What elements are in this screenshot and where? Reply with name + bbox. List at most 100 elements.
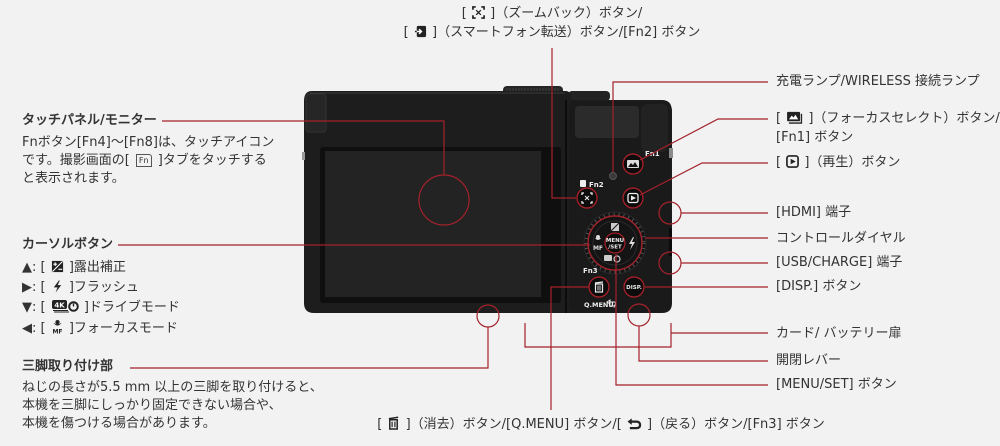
- fn-tab-icon: Fn: [135, 154, 152, 167]
- label-text: ]（フォーカスセレクト）ボタン/: [804, 111, 1000, 126]
- back-icon: [627, 417, 642, 430]
- touch-panel-desc-line1: Fnボタン[Fn4]～[Fn8]は、タッチアイコン: [22, 135, 275, 150]
- focus-select-button: [622, 153, 644, 175]
- leader-menu-set: [615, 254, 768, 386]
- label-text: [: [776, 111, 786, 126]
- tripod-desc-line1: ねじの長さが5.5 mm 以上の三脚を取り付けると、: [22, 380, 323, 395]
- cursor-item-down: ▼: [ 4K ]ドライブモード: [22, 299, 180, 317]
- touch-monitor: [325, 151, 541, 297]
- fn3-marking: Fn3: [583, 267, 598, 275]
- label-text: : [: [32, 260, 50, 275]
- usb-label: [USB/CHARGE] 端子: [776, 255, 903, 270]
- focus-select-label-line2: [Fn1] ボタン: [776, 130, 854, 145]
- label-text: ]フォーカスモード: [64, 321, 178, 336]
- delete-button: [588, 276, 610, 298]
- flash-flap: [305, 93, 327, 133]
- disp-marking: DISP.: [626, 285, 642, 291]
- arrow-right-icon: ▶: [22, 280, 32, 295]
- fn-tab-text: Fn: [138, 156, 149, 165]
- callout-touch-panel: [418, 174, 470, 226]
- tripod-title: 三脚取り付け部: [22, 359, 114, 374]
- playback-icon: [786, 155, 800, 168]
- menu-set-label: [MENU/SET] ボタン: [776, 377, 897, 392]
- callout-tripod: [476, 304, 500, 328]
- leader-lever: [638, 326, 768, 362]
- drive-mode-text: 4K: [54, 301, 65, 309]
- touch-panel-title: タッチパネル/モニター: [22, 113, 157, 128]
- disp-label: [DISP.] ボタン: [776, 279, 862, 294]
- fn2-marking: Fn2: [589, 181, 604, 189]
- cursor-buttons-title: カーソルボタン: [22, 237, 114, 252]
- thumb-rest: [575, 106, 639, 138]
- leader-playback: [639, 162, 768, 196]
- set-marking: /SET: [608, 245, 622, 251]
- hdmi-label: [HDMI] 端子: [776, 205, 852, 220]
- arrow-left-icon: ◀: [22, 321, 32, 336]
- focus-mode-text: MF: [52, 328, 62, 334]
- dial-drive-icon: [604, 255, 612, 261]
- tripod-desc-line2: 本機を三脚にしっかり固定できない場合や、: [22, 398, 282, 413]
- bracket-card-door: [524, 323, 672, 348]
- flash-icon: [51, 280, 64, 293]
- dial-mf-marking: MF: [593, 245, 603, 252]
- cursor-item-left: ◀: [ MF ]フォーカスモード: [22, 319, 178, 338]
- menu-marking: MENU: [606, 238, 624, 244]
- label-text: [: [403, 25, 413, 40]
- label-text: [: [461, 6, 471, 21]
- disp-button: DISP.: [623, 276, 645, 298]
- callout-usb: [658, 251, 682, 275]
- arrow-down-icon: ▼: [22, 300, 32, 315]
- charge-lamp: [609, 172, 617, 180]
- lever-label: 開閉レバー: [776, 353, 842, 368]
- callout-hdmi: [658, 201, 682, 225]
- leader-touch-panel: [162, 120, 445, 175]
- control-dial: MF MENU /SET: [583, 211, 647, 275]
- card-door-label: カード/ バッテリー扉: [776, 326, 902, 341]
- touch-panel-desc-line3: と表示されます。: [22, 171, 125, 186]
- label-text: : [: [32, 300, 50, 315]
- leader-lamp: [612, 81, 768, 172]
- shutter-knob: [568, 91, 610, 101]
- lamp-label: 充電ランプ/WIRELESS 接続ランプ: [776, 74, 980, 89]
- label-text: ]フラッシュ: [64, 280, 139, 295]
- leader-zoom-back: [551, 48, 576, 199]
- dial-flash-icon: [629, 237, 635, 250]
- cursor-item-up: ▲: [ ]露出補正: [22, 259, 126, 277]
- arrow-up-icon: ▲: [22, 260, 32, 275]
- leader-tripod: [130, 327, 489, 369]
- drive-mode-icon: 4K: [51, 299, 79, 313]
- label-text: ]（消去）ボタン/[Q.MENU] ボタン/[: [401, 417, 626, 432]
- playback-label: [ ]（再生）ボタン: [776, 154, 900, 172]
- label-text: [: [377, 417, 387, 432]
- label-text: ]露出補正: [64, 260, 126, 275]
- touch-panel-desc-line2: です。撮影画面の[ Fn ]タブをタッチする: [22, 152, 267, 170]
- cursor-item-right: ▶: [ ]フラッシュ: [22, 279, 139, 297]
- label-text: : [: [32, 280, 50, 295]
- label-text: [: [776, 155, 786, 170]
- trash-icon: [387, 415, 400, 430]
- camera-body: Fn1 Fn2: [302, 86, 673, 313]
- label-text: ]（スマートフォン転送）ボタン/[Fn2] ボタン: [427, 25, 701, 40]
- zoom-back-label-line2: [ ]（スマートフォン転送）ボタン/[Fn2] ボタン: [352, 24, 752, 42]
- label-text: です。撮影画面の[: [22, 153, 134, 168]
- focus-select-label-line1: [ ]（フォーカスセレクト）ボタン/: [776, 110, 1000, 128]
- qmenu-marking: Q.MENU/: [584, 301, 617, 309]
- label-text: ]（再生）ボタン: [800, 155, 901, 170]
- label-text: : [: [32, 321, 50, 336]
- zoom-back-label-line1: [ ]（ズームバック）ボタン/: [352, 5, 752, 23]
- label-text: ]ドライブモード: [79, 300, 180, 315]
- label-text: ]（ズームバック）ボタン/: [486, 6, 643, 21]
- label-text: ]（戻る）ボタン/[Fn3] ボタン: [642, 417, 825, 432]
- label-text: ]タブをタッチする: [153, 153, 267, 168]
- control-dial-label: コントロールダイヤル: [776, 231, 906, 246]
- focus-select-icon: [786, 111, 803, 124]
- leader-focus-select: [639, 118, 768, 161]
- focus-mode-icon: MF: [51, 319, 64, 334]
- zoom-back-button: [576, 187, 598, 209]
- leader-delete: [550, 286, 589, 410]
- smartphone-transfer-icon: [414, 25, 427, 38]
- tripod-desc-line3: 本機を傷つける場合があります。: [22, 416, 216, 431]
- playback-button: [622, 187, 644, 209]
- delete-button-label: [ ]（消去）ボタン/[Q.MENU] ボタン/[ ]（戻る）ボタン/[Fn3]…: [351, 415, 851, 434]
